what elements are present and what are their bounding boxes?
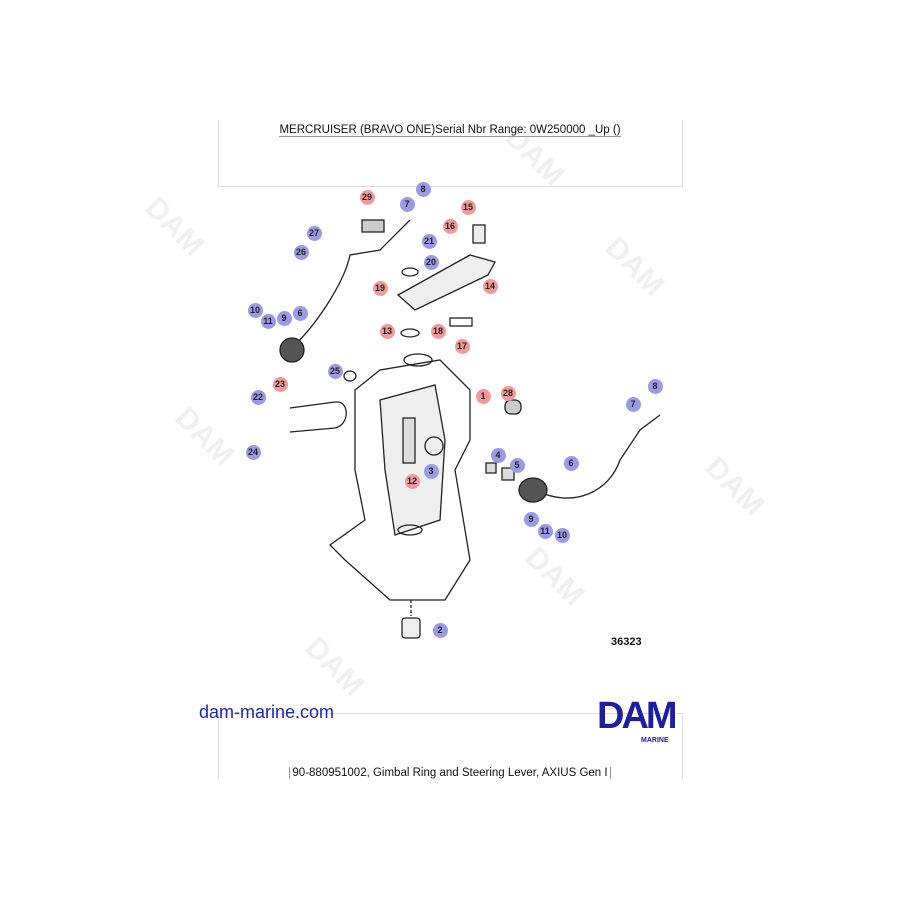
callout[interactable]: 21 [421,233,437,249]
callout[interactable]: 22 [250,389,266,405]
page-title: MERCRUISER (BRAVO ONE)Serial Nbr Range: … [279,124,621,137]
callout[interactable]: 6 [563,455,579,471]
lower-bore [397,524,423,536]
callout[interactable]: 8 [647,378,663,394]
u-bolt [289,401,347,433]
callout[interactable]: 24 [245,444,261,460]
callout[interactable]: 4 [490,447,506,463]
right-cable [534,414,661,499]
callout[interactable]: 27 [306,225,322,241]
callout[interactable]: 7 [399,196,415,212]
callout[interactable]: 1 [475,388,491,404]
callout[interactable]: 3 [423,463,439,479]
callout[interactable]: 13 [379,323,395,339]
callout[interactable]: 19 [372,280,388,296]
right-sensor [518,477,548,503]
callout[interactable]: 5 [509,457,525,473]
upper-bore [403,353,433,367]
callout[interactable]: 2 [432,622,448,638]
callout[interactable]: 14 [482,278,498,294]
callout[interactable]: 20 [423,254,439,270]
callout[interactable]: 10 [247,302,263,318]
callout[interactable]: 28 [500,385,516,401]
site-link[interactable]: dam-marine.com [199,702,335,722]
steering-lever [396,254,496,311]
callout[interactable]: 26 [293,244,309,260]
footer-frame [218,713,683,779]
side-washer [424,436,444,456]
bushing [401,617,421,639]
callout[interactable]: 23 [272,376,288,392]
callout[interactable]: 8 [415,181,431,197]
left-cable [294,219,411,346]
figure-number: 36323 [611,636,642,648]
callout[interactable]: 16 [442,218,458,234]
callout[interactable]: 12 [404,473,420,489]
callout[interactable]: 9 [276,310,292,326]
callout[interactable]: 25 [327,363,343,379]
callout[interactable]: 6 [292,305,308,321]
logo-subtitle: MARINE [641,737,669,744]
callout[interactable]: 29 [359,189,375,205]
diagram-caption: 90-880951002, Gimbal Ring and Steering L… [0,767,900,779]
callout[interactable]: 10 [554,527,570,543]
pin [402,417,416,464]
callout[interactable]: 11 [537,523,553,539]
callout[interactable]: 9 [523,511,539,527]
callout[interactable]: 15 [460,199,476,215]
callout[interactable]: 7 [625,396,641,412]
callout[interactable]: 11 [260,313,276,329]
callout[interactable]: 18 [430,323,446,339]
dam-logo: DAM [597,695,678,737]
header-frame [218,120,683,187]
left-sensor [279,337,305,363]
callout[interactable]: 17 [454,338,470,354]
